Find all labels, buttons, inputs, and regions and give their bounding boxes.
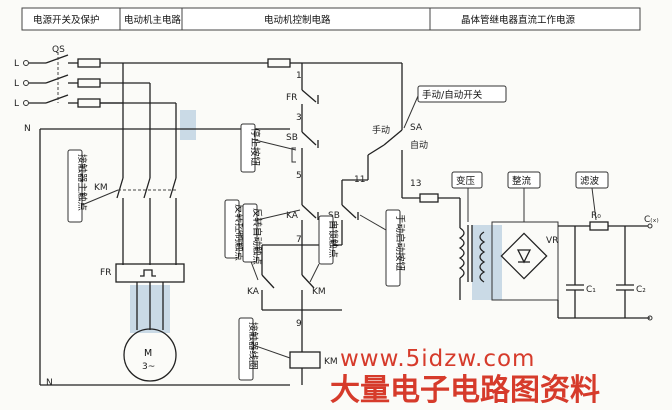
header-col3: 电动机控制电路 [264, 14, 331, 26]
callout-manual-start: 手动启动按钮 [394, 214, 406, 272]
callout-manual-auto-switch: 手动/自动开关 [422, 89, 483, 101]
node-13: 13 [410, 179, 421, 189]
label-C2: C₂ [636, 285, 646, 295]
callout-coil: 接触器线圈 [247, 322, 259, 370]
shade-3 [472, 225, 502, 300]
label-KM-coil: KM [324, 357, 338, 367]
label-KM-self: KM [312, 287, 326, 297]
label-FR-main: FR [100, 268, 111, 278]
watermark-url: www.5idzw.com [340, 346, 535, 372]
motor-label: M [144, 348, 152, 359]
label-SB1: SB [286, 133, 298, 143]
watermark-cn: 大量电子电路图资料 [330, 373, 600, 408]
label-L3: L [14, 99, 19, 109]
callout-reverse-aux: 反转控制触点 [233, 204, 245, 262]
shade-1 [180, 110, 196, 140]
label-KM-main: KM [94, 183, 108, 193]
label-N: N [24, 124, 31, 134]
label-rectifier-VR: VR [546, 236, 558, 246]
callout-main-contact: 接触器主触点 [76, 154, 88, 212]
label-auto: 自动 [410, 139, 428, 151]
label-C1: C₁ [586, 285, 596, 295]
callout-rectifier: 整流 [512, 175, 532, 187]
header-col4: 晶体管继电器直流工作电源 [461, 14, 576, 26]
callout-auto-reverse: 反转自动触点 [251, 208, 263, 266]
motor-main-circuit: KM FR M 3~ N [39, 63, 290, 388]
label-R0: R₀ [591, 211, 601, 221]
control-circuit: 1 FR 3 SB 5 KA 7 KA KM 9 [247, 62, 460, 385]
label-vcc: C₍ₓ₎ [644, 215, 659, 225]
label-L1: L [14, 59, 19, 69]
header-col2: 电动机主电路 [124, 14, 182, 26]
node-9: 9 [296, 319, 302, 329]
power-lines: L L L N QS [14, 45, 302, 134]
node-3: 3 [296, 113, 302, 123]
label-QS: QS [52, 45, 65, 55]
label-KA2: KA [247, 287, 260, 297]
node-7: 7 [296, 235, 302, 245]
dc-power-supply: VR R₀ C₍ₓ₎ C₁ C₂ [458, 198, 659, 321]
label-manual: 手动 [372, 124, 390, 136]
label-L2: L [14, 79, 19, 89]
callout-filter: 滤波 [580, 175, 600, 187]
header-bar: 电源开关及保护 电动机主电路 电动机控制电路 晶体管继电器直流工作电源 [21, 7, 641, 31]
label-N-bottom: N [46, 378, 53, 388]
label-FR-ctrl: FR [286, 93, 297, 103]
callout-self-lock: 自锁触点 [327, 220, 339, 259]
node-1: 1 [296, 71, 302, 81]
motor-type: 3~ [142, 362, 155, 372]
node-5: 5 [296, 171, 302, 181]
label-SA: SA [410, 123, 423, 133]
label-KA1: KA [286, 211, 299, 221]
callout-transformer: 变压 [456, 175, 476, 187]
watermark: www.5idzw.com 大量电子电路图资料 [330, 346, 600, 408]
callout-stop-button: 停止按钮 [249, 128, 261, 167]
header-col1: 电源开关及保护 [33, 14, 100, 26]
label-SB2: SB [328, 211, 340, 221]
callouts: 手动/自动开关 变压 整流 滤波 停止按钮 反转控制触点 反转自动触点 自锁触点… [67, 85, 609, 381]
